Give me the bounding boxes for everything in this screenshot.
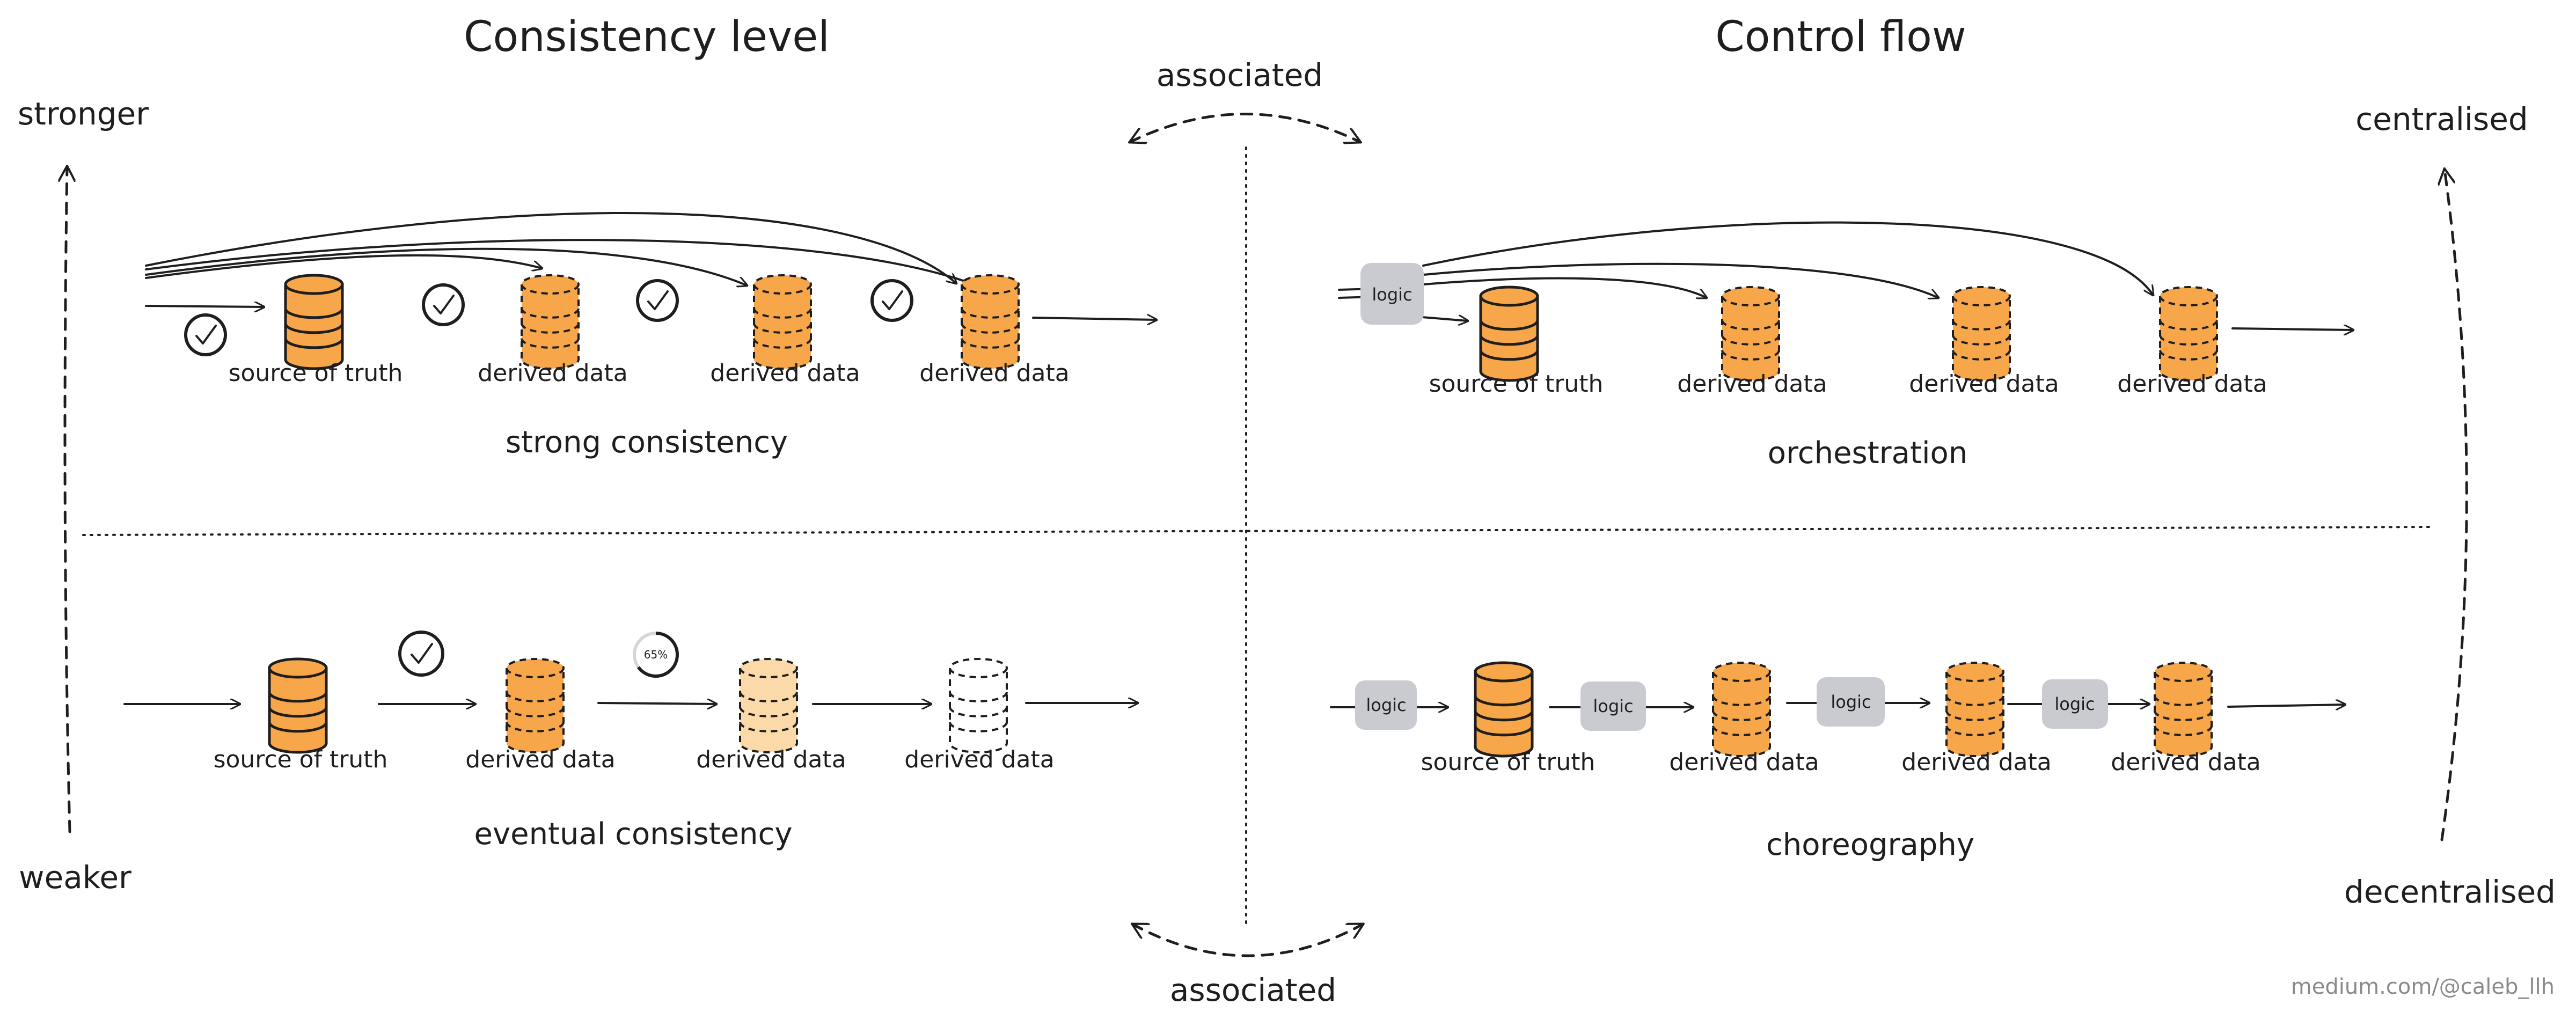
associated-label-top: associated — [1157, 57, 1323, 93]
node-label: source of truth — [1429, 370, 1604, 398]
broadcast-arrow-4 — [145, 212, 956, 283]
axis-label-stronger: stronger — [18, 96, 149, 132]
quadrant-caption: strong consistency — [506, 425, 788, 460]
title-control-flow: Control flow — [1715, 13, 1966, 61]
quadrant-eventual-consistency: 65% source of truth derived data derived… — [123, 631, 1139, 852]
logic-block: logic — [2042, 679, 2108, 729]
node-label: source of truth — [214, 746, 388, 773]
watermark: medium.com/@caleb_llh — [2291, 974, 2555, 999]
logic-label: logic — [1366, 695, 1406, 715]
horizontal-divider — [82, 526, 2432, 536]
derived-data-db-icon — [1712, 662, 1771, 757]
progress-label: 65% — [644, 648, 668, 661]
check-icon — [184, 313, 227, 356]
node-label: derived data — [710, 360, 860, 387]
quadrant-caption: orchestration — [1768, 436, 1968, 471]
node-label: derived data — [1677, 370, 1827, 398]
derived-data-db-icon — [521, 274, 580, 370]
derived-data-db-icon — [1952, 286, 2011, 382]
output-arrow — [1032, 318, 1157, 320]
logic-block: logic — [1817, 677, 1885, 727]
node-label: derived data — [465, 746, 615, 773]
node-label: source of truth — [229, 360, 403, 387]
title-consistency-level: Consistency level — [464, 13, 830, 61]
logic-block: logic — [1580, 681, 1646, 731]
associated-arrow-top — [1130, 113, 1360, 143]
quadrant-choreography: logic logic logic logic source of truth … — [1330, 661, 2345, 862]
check-icon — [870, 279, 913, 322]
orchestration-arrow-3 — [1422, 221, 2153, 295]
derived-data-db-icon — [1945, 662, 2004, 757]
associated-label-bottom: associated — [1170, 972, 1336, 1008]
logic-block: logic — [1360, 263, 1424, 325]
quadrant-caption: choreography — [1766, 827, 1974, 862]
node-label: derived data — [478, 360, 627, 387]
source-of-truth-db-icon — [284, 274, 344, 370]
derived-data-db-icon — [961, 274, 1020, 370]
derived-data-db-icon — [2154, 662, 2213, 757]
progress-ring-icon: 65% — [633, 632, 679, 678]
logic-label: logic — [2054, 694, 2095, 714]
axis-arrow-consistency — [65, 166, 70, 833]
quadrant-caption: eventual consistency — [474, 817, 793, 852]
broadcast-arrow-3 — [145, 239, 977, 285]
logic-label: logic — [1372, 284, 1412, 305]
derived-data-db-icon — [739, 658, 798, 753]
axis-label-centralised: centralised — [2355, 101, 2528, 137]
broadcast-arrow-1 — [145, 254, 542, 279]
axis-label-decentralised: decentralised — [2344, 874, 2556, 910]
check-icon — [422, 283, 465, 326]
node-label: derived data — [904, 746, 1054, 773]
derived-data-db-icon — [949, 658, 1008, 753]
check-icon — [636, 279, 679, 322]
node-label: derived data — [2117, 370, 2267, 398]
source-of-truth-db-icon — [1479, 285, 1539, 382]
logic-block: logic — [1355, 680, 1417, 730]
orchestration-arrow-2 — [1422, 262, 1938, 298]
quadrant-orchestration: logic source of truth derived data deriv… — [1338, 221, 2353, 471]
node-label: derived data — [2111, 749, 2260, 776]
axis-label-weaker: weaker — [19, 859, 131, 896]
quadrant-strong-consistency: source of truth derived data derived dat… — [145, 212, 1157, 460]
associated-arrow-bottom — [1132, 924, 1363, 957]
node-label: derived data — [1669, 749, 1819, 776]
source-of-truth-db-icon — [1474, 661, 1534, 758]
source-of-truth-db-icon — [268, 657, 328, 754]
node-label: derived data — [696, 746, 846, 773]
axis-arrow-control-flow — [2442, 169, 2468, 841]
derived-data-db-icon — [753, 274, 812, 370]
broadcast-arrow-2 — [145, 247, 747, 285]
logic-label: logic — [1831, 692, 1871, 712]
output-arrow — [2231, 328, 2353, 330]
orchestration-arrow-1 — [1422, 277, 1707, 298]
node-label: derived data — [919, 360, 1069, 387]
derived-data-db-icon — [2159, 286, 2218, 382]
node-label: derived data — [1909, 370, 2059, 398]
derived-data-db-icon — [1721, 286, 1780, 382]
node-label: derived data — [1901, 749, 2051, 776]
logic-label: logic — [1593, 696, 1633, 716]
node-label: source of truth — [1421, 749, 1596, 776]
output-arrow — [2227, 705, 2345, 707]
input-arrow — [145, 306, 264, 307]
check-icon — [398, 631, 444, 677]
derived-data-db-icon — [506, 658, 565, 753]
flow-arrow — [597, 703, 716, 704]
